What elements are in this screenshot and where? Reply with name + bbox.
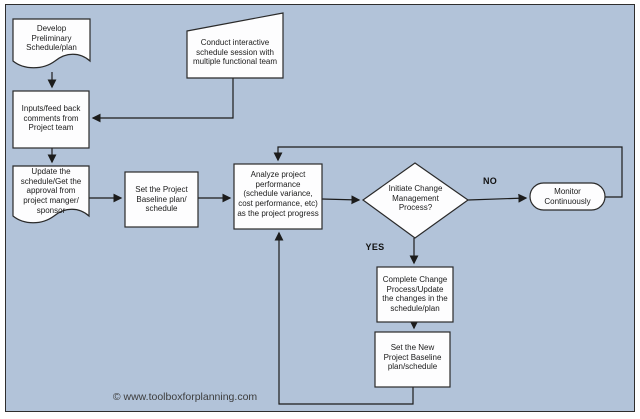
copyright-text: © www.toolboxforplanning.com (112, 391, 258, 403)
node-label-complete: Complete Change Process/Update the chang… (382, 275, 448, 314)
node-label-conduct: Conduct interactive schedule session wit… (192, 38, 278, 67)
node-label-update: Update the schedule/Get the approval fro… (20, 167, 82, 215)
node-label-baseline: Set the Project Baseline plan/ schedule (135, 185, 188, 214)
node-label-monitor: Monitor Continuously (544, 187, 591, 206)
node-label-newbaseline: Set the New Project Baseline plan/schedu… (383, 343, 442, 372)
edge-label-yes: YES (365, 242, 385, 252)
edge-label-no: NO (482, 176, 498, 186)
node-label-develop: Develop Preliminary Schedule/plan (26, 24, 77, 53)
node-label-decision: Initiate Change Management Process? (388, 184, 443, 213)
node-label-inputs: Inputs/feed back comments from Project t… (21, 104, 81, 133)
node-label-analyze: Analyze project performance (schedule va… (237, 170, 319, 218)
